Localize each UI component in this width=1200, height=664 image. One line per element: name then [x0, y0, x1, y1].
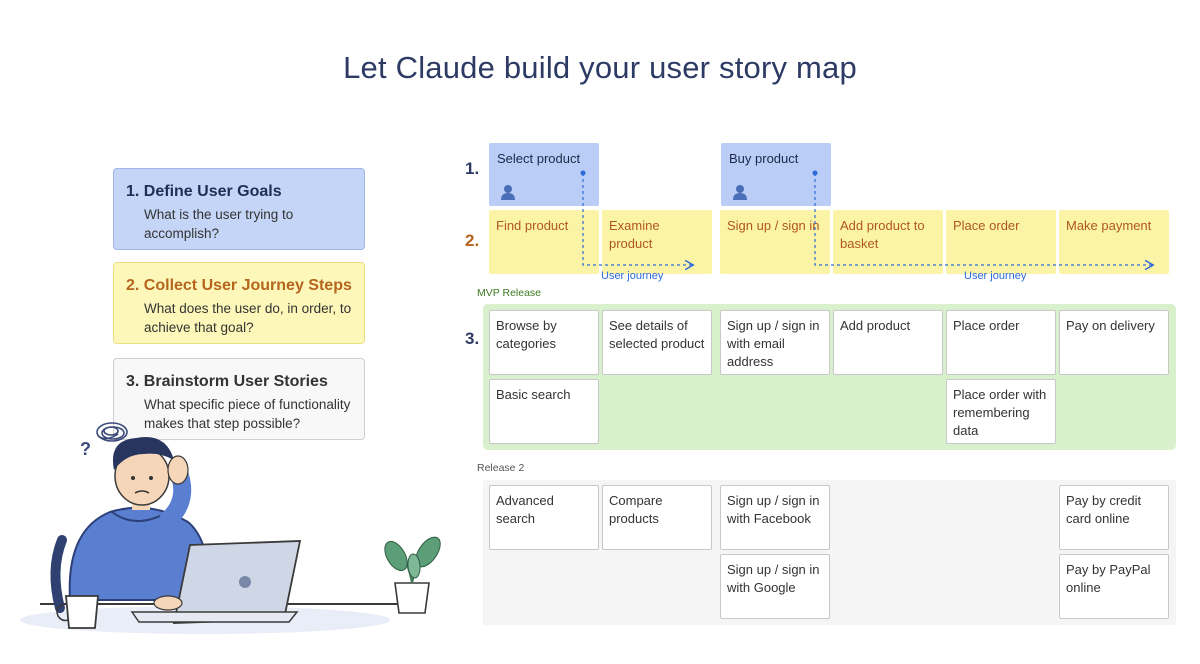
- page-title: Let Claude build your user story map: [343, 50, 857, 85]
- user-story-card: Browse by categories: [489, 310, 599, 375]
- user-story-card: Pay by credit card online: [1059, 485, 1169, 550]
- step-card-journey-steps: 2. Collect User Journey Steps What does …: [113, 262, 365, 344]
- user-story-card: Sign up / sign in with email address: [720, 310, 830, 375]
- row-number-stories: 3.: [465, 329, 480, 348]
- user-story-card: Pay by PayPal online: [1059, 554, 1169, 619]
- user-story-card: Add product: [833, 310, 943, 375]
- user-journey-label: User journey: [964, 270, 1027, 282]
- user-story-card: Compare products: [602, 485, 712, 550]
- step-heading: 2. Collect User Journey Steps: [126, 277, 352, 294]
- user-story-card: Advanced search: [489, 485, 599, 550]
- journey-step-card: Examine product: [602, 210, 712, 274]
- scribble-thought-icon: [96, 422, 128, 442]
- lane-label-release2: Release 2: [477, 462, 525, 474]
- row-number-journey: 2.: [465, 231, 480, 250]
- user-story-card: Basic search: [489, 379, 599, 444]
- goal-label: Select product: [497, 151, 581, 166]
- journey-step-card: Find product: [489, 210, 599, 274]
- laptop-icon: [130, 540, 302, 624]
- user-story-card: See details of selected product: [602, 310, 712, 375]
- confused-person-illustration: ?: [20, 422, 441, 634]
- step-heading: 1. Define User Goals: [126, 183, 282, 200]
- svg-text:?: ?: [80, 439, 91, 459]
- potted-plant-icon: [384, 536, 441, 614]
- journey-step-card: Place order: [946, 210, 1056, 274]
- coffee-mug-icon: [56, 595, 99, 629]
- goal-card: Select product: [489, 143, 599, 206]
- step-description: What specific piece of functionality mak…: [144, 397, 351, 431]
- user-icon: [733, 185, 747, 200]
- user-icon: [501, 185, 515, 200]
- user-story-card: Pay on delivery: [1059, 310, 1169, 375]
- step-card-brainstorm-stories: 3. Brainstorm User Stories What specific…: [113, 358, 365, 440]
- goal-label: Buy product: [729, 151, 799, 166]
- user-story-card: Sign up / sign in with Facebook: [720, 485, 830, 550]
- step-heading: 3. Brainstorm User Stories: [126, 373, 328, 390]
- step-description: What does the user do, in order, to achi…: [144, 301, 352, 335]
- goal-card: Buy product: [721, 143, 831, 206]
- user-story-card: Place order with remembering data: [946, 379, 1056, 444]
- lane-label-mvp: MVP Release: [477, 287, 542, 299]
- user-story-card: Sign up / sign in with Google: [720, 554, 830, 619]
- user-story-card: Place order: [946, 310, 1056, 375]
- journey-step-card: Add product to basket: [833, 210, 943, 274]
- step-card-define-goals: 1. Define User Goals What is the user tr…: [113, 168, 365, 250]
- step-description: What is the user trying to accomplish?: [144, 207, 294, 241]
- user-journey-label: User journey: [601, 270, 664, 282]
- journey-step-card: Sign up / sign in: [720, 210, 830, 274]
- row-number-goals: 1.: [465, 159, 480, 178]
